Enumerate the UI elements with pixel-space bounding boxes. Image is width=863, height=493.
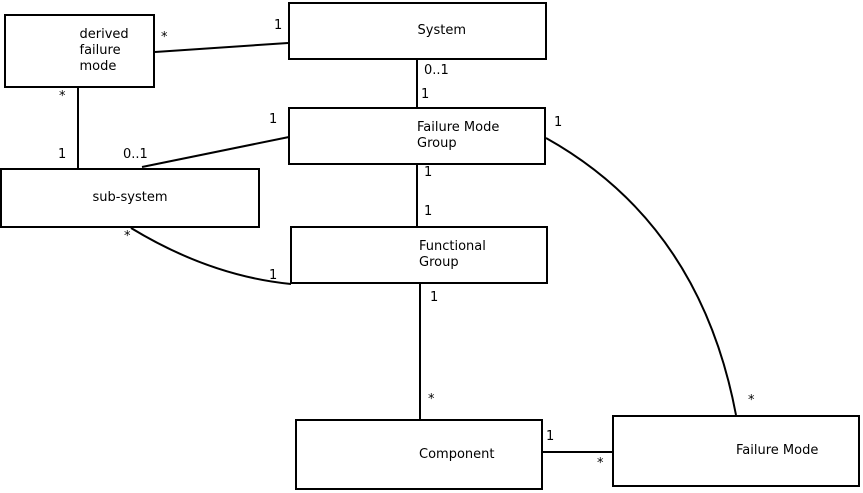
node-sub-system-label: sub-system [92,190,168,205]
mult-fmg-subsystem-near-fmg: 1 [269,112,278,127]
node-failure-mode-group[interactable]: Failure Mode Group [288,107,546,165]
node-derived-failure-mode[interactable]: derived failure mode [4,14,155,88]
node-functional-group-label: Functional Group [419,239,486,270]
mult-system-fmg-near-system: 0..1 [424,63,449,78]
mult-fmg-subsystem-near-subsystem: 0..1 [123,147,148,162]
mult-fmg-fm-near-fm: * [748,393,755,408]
mult-subsystem-fg-near-fg: 1 [269,268,278,283]
mult-dfm-system-near-dfm: * [161,30,168,45]
mult-fmg-fg-near-fmg: 1 [424,165,433,180]
node-component-label: Component [419,446,495,462]
mult-fmg-fg-near-fg: 1 [424,204,433,219]
mult-dfm-subsystem-near-subsystem: 1 [58,147,67,162]
mult-fg-component-near-component: * [428,392,435,407]
node-failure-mode[interactable]: Failure Mode [612,415,860,487]
node-derived-failure-mode-label: derived failure mode [79,27,129,74]
node-failure-mode-group-label: Failure Mode Group [417,120,500,151]
edge-failure-mode-group-failure-mode [545,137,737,416]
mult-component-fm-near-component: 1 [546,429,555,444]
node-sub-system[interactable]: sub-system [0,168,260,228]
node-functional-group[interactable]: Functional Group [290,226,548,284]
mult-fmg-fm-near-fmg: 1 [554,115,563,130]
node-component[interactable]: Component [295,419,543,490]
mult-system-fmg-near-fmg: 1 [421,87,430,102]
edge-derived-failure-mode-system [154,42,289,53]
node-system[interactable]: System [288,2,547,60]
mult-fg-component-near-fg: 1 [430,290,439,305]
edge-failure-mode-group-sub-system [141,136,290,168]
node-failure-mode-label: Failure Mode [736,443,819,458]
mult-dfm-system-near-system: 1 [274,18,283,33]
mult-component-fm-near-fm: * [597,456,604,471]
mult-dfm-subsystem-near-dfm: * [59,89,66,104]
mult-subsystem-fg-near-subsystem: * [124,229,131,244]
edge-sub-system-functional-group [130,227,292,285]
node-system-label: System [417,23,466,38]
